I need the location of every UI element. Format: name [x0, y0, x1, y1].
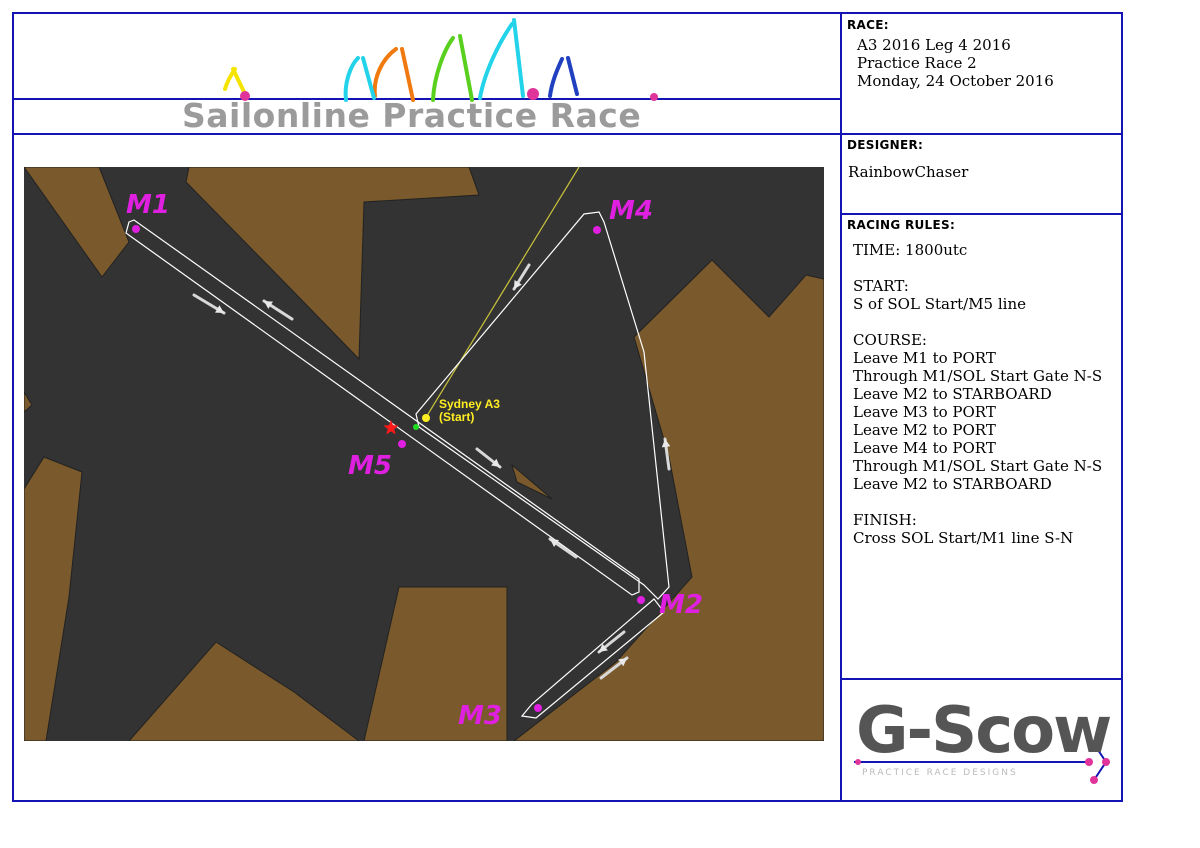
rule-line: Leave M2 to PORT [853, 421, 996, 439]
sail-icon [343, 56, 360, 102]
gscow-logo [854, 740, 1110, 784]
direction-arrow-icon [262, 299, 294, 321]
start-point[interactable] [422, 414, 430, 422]
rule-line [853, 493, 1102, 511]
sail-icon [361, 56, 376, 100]
rule-line: Leave M3 to PORT [853, 403, 996, 421]
gate-point [413, 424, 419, 430]
sail-icon [548, 57, 564, 98]
rule-line: Cross SOL Start/M1 line S-N [853, 529, 1074, 547]
start-label: Sydney A3 [439, 397, 500, 411]
race-label: RACE: [847, 18, 889, 32]
racing-rules: TIME: 1800utc START: S of SOL Start/M5 l… [853, 241, 1102, 547]
designer-name: RainbowChaser [848, 163, 969, 181]
mark-label-m3: M3 [458, 701, 502, 731]
sail-icon [372, 47, 398, 98]
mark-m5[interactable] [398, 440, 406, 448]
rule-line [853, 313, 1102, 331]
mark-m4[interactable] [593, 226, 601, 234]
mark-label-m1: M1 [126, 190, 170, 220]
rule-line: TIME: 1800utc [853, 241, 968, 259]
logo-dot [1090, 740, 1098, 748]
direction-arrow-icon [548, 537, 578, 559]
start-bearing-line [424, 167, 580, 420]
banner-title: Sailonline Practice Race [182, 96, 642, 135]
mark-label-m4: M4 [609, 196, 653, 226]
race-divider [842, 133, 1122, 135]
rule-line [853, 259, 1102, 277]
banner-logo [14, 18, 840, 102]
page-frame [12, 12, 1123, 802]
rules-label: RACING RULES: [847, 218, 956, 232]
rule-line: S of SOL Start/M5 line [853, 295, 1026, 313]
sail-icon [458, 34, 474, 102]
rule-line: Leave M4 to PORT [853, 439, 996, 457]
rule-line: COURSE: [853, 331, 927, 349]
sail-icon [512, 18, 525, 98]
land-mass [513, 259, 824, 741]
rule-line: Leave M2 to STARBOARD [853, 475, 1052, 493]
direction-arrow-icon [599, 656, 629, 680]
banner-divider [14, 133, 1122, 135]
banner-dot [240, 91, 250, 101]
banner-dot [650, 93, 658, 101]
sail-icon [400, 47, 415, 102]
land-mass [363, 586, 508, 741]
banner-dot [527, 88, 539, 100]
direction-arrow-icon [512, 263, 531, 291]
logo-text: G-Scow [856, 694, 1112, 768]
rules-divider [842, 678, 1122, 680]
land-mass [511, 463, 553, 500]
logo-tagline: PRACTICE RACE DESIGNS [862, 768, 1018, 778]
logo-dot [1085, 758, 1093, 766]
mark-m1[interactable] [132, 225, 140, 233]
course-leg-m2-m3 [520, 598, 665, 719]
rule-line: Through M1/SOL Start Gate N-S [853, 457, 1103, 475]
logo-dot [855, 759, 861, 765]
direction-arrow-icon [475, 447, 502, 469]
logo-dot [1102, 758, 1110, 766]
race-line: A3 2016 Leg 4 2016 [857, 36, 1011, 54]
designer-divider [842, 213, 1122, 215]
rule-line: FINISH: [853, 511, 917, 529]
sail-icon [478, 22, 514, 100]
logo-dot [1090, 776, 1098, 784]
direction-arrow-icon [661, 437, 671, 471]
star-icon [383, 420, 399, 435]
mark-label-m2: M2 [659, 590, 703, 620]
land-mass [24, 456, 83, 741]
land-mass [24, 167, 130, 278]
direction-arrow-icon [597, 630, 626, 654]
rule-line: Leave M1 to PORT [853, 349, 996, 367]
race-line: Monday, 24 October 2016 [857, 72, 1054, 90]
sail-icon [566, 56, 579, 96]
direction-arrow-icon [192, 293, 226, 315]
course-leg-m2-m4 [415, 211, 670, 600]
land-mass [185, 167, 480, 361]
land-mass [128, 641, 360, 741]
rule-line: START: [853, 277, 909, 295]
race-line: Practice Race 2 [857, 54, 977, 72]
mark-m3[interactable] [534, 704, 542, 712]
rule-line: Leave M2 to STARBOARD [853, 385, 1052, 403]
land-mass [24, 391, 33, 413]
mark-m2[interactable] [637, 596, 645, 604]
race-info: A3 2016 Leg 4 2016 Practice Race 2 Monda… [857, 36, 1054, 90]
sidebar-divider [840, 14, 842, 801]
start-sublabel: (Start) [439, 410, 474, 424]
rule-line: Through M1/SOL Start Gate N-S [853, 367, 1103, 385]
designer-label: DESIGNER: [847, 138, 924, 152]
sail-icon [431, 36, 455, 102]
course-leg-m1-m2 [125, 219, 640, 596]
mark-label-m5: M5 [348, 451, 392, 481]
